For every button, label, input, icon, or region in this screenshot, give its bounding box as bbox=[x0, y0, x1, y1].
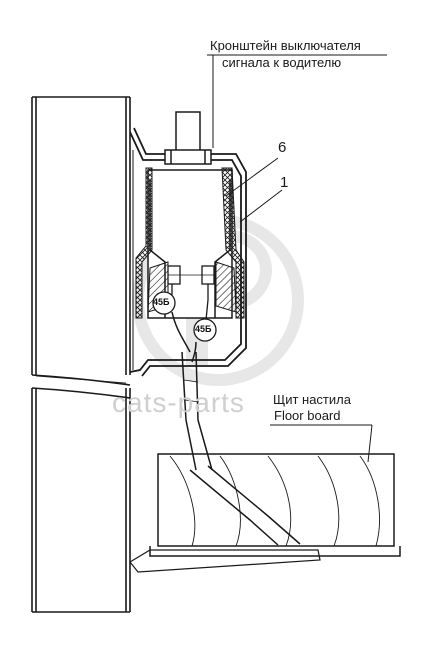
floor-board-label-en: Floor board bbox=[274, 408, 341, 423]
body-wall bbox=[31, 96, 131, 613]
floor-board bbox=[129, 453, 401, 573]
part-number-1: 1 bbox=[280, 174, 289, 191]
switch-body bbox=[147, 111, 233, 319]
bracket-label-line2: сигнала к водителю bbox=[222, 55, 342, 70]
bracket-label-line1: Кронштейн выключателя bbox=[210, 38, 361, 53]
part-number-6: 6 bbox=[278, 139, 287, 156]
rubber-boot bbox=[135, 167, 245, 319]
watermark-text: cats-parts bbox=[112, 387, 245, 418]
wire-tag-label-a: 45Б bbox=[153, 297, 170, 307]
leader-lines bbox=[207, 54, 387, 463]
wire-tags bbox=[152, 291, 217, 342]
wire-tag-label-b: 45Б bbox=[195, 324, 212, 334]
floor-board-label-ru: Щит настила bbox=[273, 392, 351, 407]
